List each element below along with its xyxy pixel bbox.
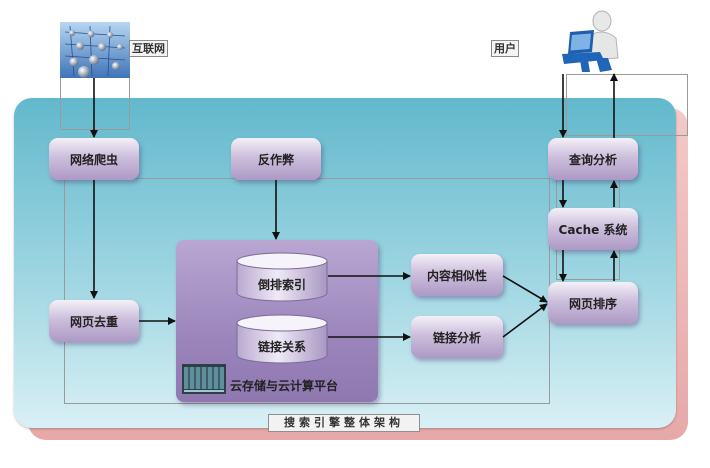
arrow-similarity-to-ranking bbox=[502, 275, 548, 303]
query-analysis-label: 查询分析 bbox=[568, 152, 617, 167]
link-analysis-label: 链接分析 bbox=[432, 330, 481, 345]
link-relations-label: 链接关系 bbox=[257, 340, 306, 354]
arrow-analysis-to-ranking bbox=[502, 303, 548, 338]
internet-label: 互联网 bbox=[129, 40, 168, 57]
server-rack-icon bbox=[182, 364, 226, 394]
cloud-platform-label: 云存储与云计算平台 bbox=[230, 379, 339, 393]
network-globe-icon bbox=[60, 22, 130, 78]
user-outline-frame bbox=[566, 74, 688, 136]
dedup-label: 网页去重 bbox=[69, 314, 118, 329]
crawler-node: 网络爬虫 bbox=[49, 138, 139, 180]
cache-node: Cache 系统 bbox=[548, 208, 638, 250]
inverted-index-store: 倒排索引 bbox=[236, 252, 328, 302]
link-analysis-node: 链接分析 bbox=[411, 316, 503, 358]
anti-spam-label: 反作弊 bbox=[257, 152, 294, 167]
ranking-node: 网页排序 bbox=[548, 282, 638, 324]
anti-spam-node: 反作弊 bbox=[231, 138, 321, 180]
crawler-label: 网络爬虫 bbox=[69, 152, 118, 167]
query-analysis-node: 查询分析 bbox=[548, 138, 638, 180]
cache-label: Cache 系统 bbox=[558, 222, 628, 237]
inverted-index-label: 倒排索引 bbox=[257, 278, 306, 292]
user-computer-icon bbox=[556, 8, 626, 74]
user-label: 用户 bbox=[491, 40, 519, 57]
ranking-label: 网页排序 bbox=[568, 296, 617, 311]
content-similarity-label: 内容相似性 bbox=[426, 268, 487, 283]
content-similarity-node: 内容相似性 bbox=[411, 254, 503, 296]
dedup-node: 网页去重 bbox=[49, 300, 139, 342]
link-relations-store: 链接关系 bbox=[236, 314, 328, 364]
diagram-caption: 搜索引擎整体架构 bbox=[268, 414, 420, 432]
